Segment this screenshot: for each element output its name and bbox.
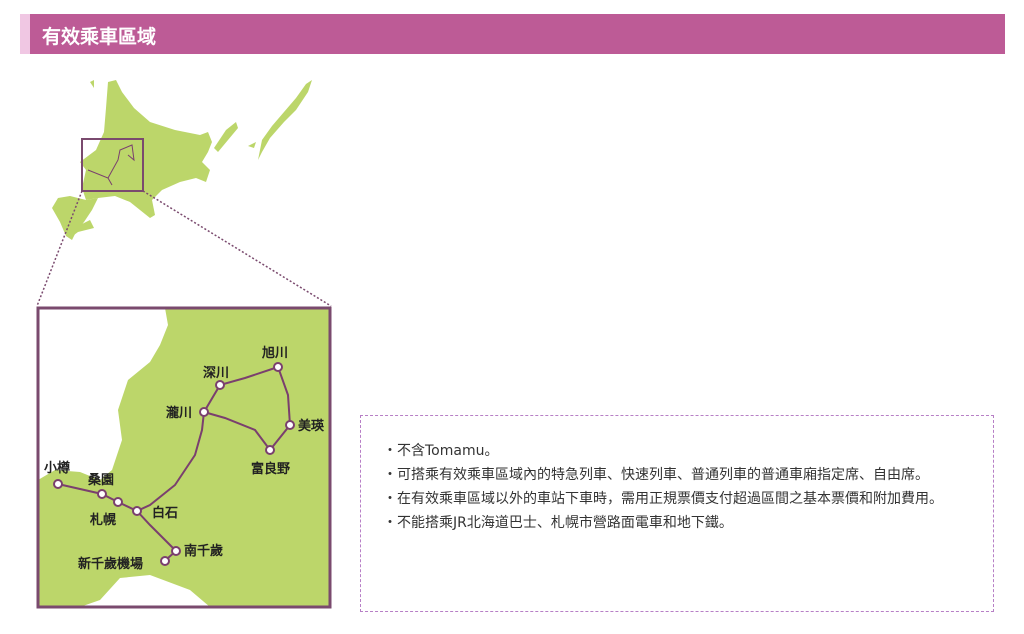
- hokkaido-overview-map: [52, 80, 312, 240]
- station-label-shiroishi: 白石: [152, 505, 178, 521]
- station-marker-minami-chitose: [171, 546, 181, 556]
- station-marker-furano: [265, 445, 275, 455]
- overview-highlight-box: [81, 138, 144, 192]
- station-label-fukagawa: 深川: [203, 365, 229, 381]
- station-marker-sapporo: [113, 497, 123, 507]
- station-label-soen: 桑園: [87, 472, 114, 488]
- station-marker-asahikawa: [273, 362, 283, 372]
- station-marker-soen: [97, 489, 107, 499]
- station-label-otaru: 小樽: [44, 460, 70, 476]
- header-accent: [20, 14, 30, 54]
- station-markers: [53, 362, 295, 566]
- station-label-biei: 美瑛: [298, 418, 325, 434]
- notes-list: 不含Tomamu。 可搭乘有效乘車區域內的特急列車、快速列車、普通列車的普通車廂…: [383, 439, 983, 535]
- station-marker-fukagawa: [215, 380, 225, 390]
- zoom-guide-right: [142, 190, 332, 307]
- station-label-minami-chitose: 南千歲: [184, 543, 223, 559]
- overview-route: [87, 144, 135, 186]
- station-label-sapporo: 札幌: [89, 512, 116, 528]
- zoom-guide-left: [36, 190, 83, 307]
- section-header: 有效乘車區域: [20, 14, 1005, 54]
- inset-map: [38, 308, 330, 607]
- note-item: 可搭乘有效乘車區域內的特急列車、快速列車、普通列車的普通車廂指定席、自由席。: [383, 463, 983, 487]
- station-label-takikawa: 瀧川: [166, 405, 192, 421]
- station-marker-biei: [285, 420, 295, 430]
- station-label-furano: 富良野: [251, 461, 290, 477]
- station-marker-shiroishi: [132, 506, 142, 516]
- station-label-new-chitose-airport: 新千歲機場: [78, 556, 143, 572]
- section-title: 有效乘車區域: [42, 26, 157, 48]
- station-marker-new-chitose-airport: [160, 556, 170, 566]
- note-item: 在有效乘車區域以外的車站下車時，需用正規票價支付超過區間之基本票價和附加費用。: [383, 487, 983, 511]
- note-item: 不含Tomamu。: [383, 439, 983, 463]
- note-item: 不能搭乘JR北海道巴士、札幌市營路面電車和地下鐵。: [383, 511, 983, 535]
- station-marker-takikawa: [199, 407, 209, 417]
- station-marker-otaru: [53, 479, 63, 489]
- inset-frame: [36, 306, 332, 609]
- station-label-asahikawa: 旭川: [261, 345, 288, 361]
- notes-box: 不含Tomamu。 可搭乘有效乘車區域內的特急列車、快速列車、普通列車的普通車廂…: [360, 415, 994, 612]
- station-labels: 旭川 深川 瀧川 美瑛 富良野 小樽 桑園 札幌 白石 南千歲 新千歲機場: [44, 345, 325, 572]
